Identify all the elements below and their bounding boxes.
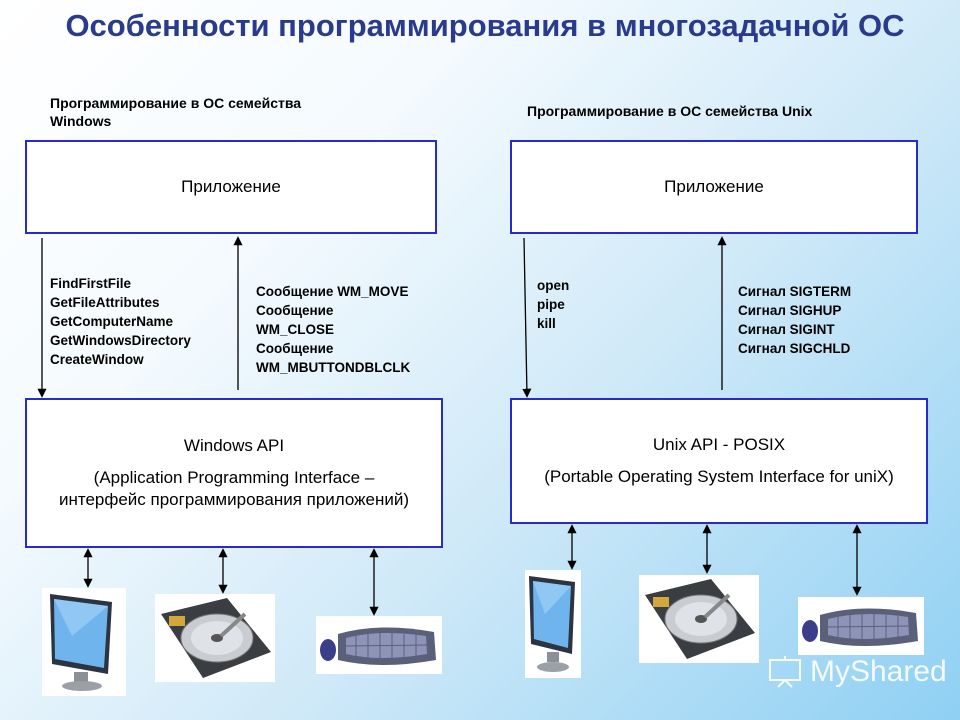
windows-call: GetWindowsDirectory: [50, 333, 191, 348]
windows-call: FindFirstFile: [50, 276, 131, 291]
windows-calls-list: FindFirstFile GetFileAttributes GetCompu…: [50, 274, 191, 369]
unix-api-box: Unix API - POSIX (Portable Operating Sys…: [510, 398, 928, 524]
unix-signal: Сигнал SIGCHLD: [738, 341, 851, 356]
windows-call: GetComputerName: [50, 314, 174, 329]
unix-api-desc: (Portable Operating System Interface for…: [544, 467, 894, 486]
unix-call-arrow: [522, 237, 532, 398]
keyboard-icon: [316, 616, 442, 674]
windows-message: Сообщение: [256, 341, 334, 356]
hard-drive-icon: [639, 575, 759, 663]
hard-drive-icon: [155, 594, 275, 682]
unix-call: pipe: [537, 297, 565, 312]
windows-api-title: Windows API: [183, 436, 285, 455]
unix-signal: Сигнал SIGHUP: [738, 303, 842, 318]
windows-app-box: Приложение: [25, 140, 437, 234]
keyboard-icon: [798, 597, 924, 655]
windows-api-box: Windows API (Application Programming Int…: [25, 398, 443, 548]
unix-app-box: Приложение: [510, 140, 918, 234]
page-title: Особенности программирования в многозада…: [65, 8, 905, 43]
unix-call: open: [537, 278, 570, 293]
windows-message: WM_MBUTTONDBLCLK: [256, 360, 411, 375]
watermark: MyShared: [768, 655, 947, 689]
windows-message: Сообщение WM_MOVE: [256, 284, 409, 299]
monitor-icon: [525, 570, 581, 678]
windows-app-label: Приложение: [181, 177, 281, 196]
unix-calls-list: open pipe kill: [537, 276, 569, 333]
watermark-text: MyShared: [810, 655, 947, 688]
windows-message: Сообщение: [256, 303, 334, 318]
windows-message: WM_CLOSE: [256, 322, 335, 337]
unix-signal: Сигнал SIGINT: [738, 322, 835, 337]
monitor-icon: [42, 588, 126, 696]
windows-api-desc-2: интерфейс программирования приложений): [58, 490, 410, 509]
windows-messages-list: Сообщение WM_MOVE Сообщение WM_CLOSE Соо…: [256, 282, 410, 377]
unix-call: kill: [537, 316, 556, 331]
unix-api-title: Unix API - POSIX: [652, 435, 786, 454]
unix-signals-list: Сигнал SIGTERM Сигнал SIGHUP Сигнал SIGI…: [738, 282, 851, 358]
windows-call: CreateWindow: [50, 352, 144, 367]
windows-call: GetFileAttributes: [50, 295, 160, 310]
unix-app-label: Приложение: [664, 177, 764, 196]
windows-section-label: Программирование в ОС семейства Windows: [50, 95, 302, 129]
windows-api-desc-1: (Application Programming Interface –: [93, 468, 375, 487]
presentation-icon: [769, 656, 801, 688]
unix-section-label: Программирование в ОС семейства Unix: [527, 103, 813, 119]
unix-signal: Сигнал SIGTERM: [738, 284, 852, 299]
